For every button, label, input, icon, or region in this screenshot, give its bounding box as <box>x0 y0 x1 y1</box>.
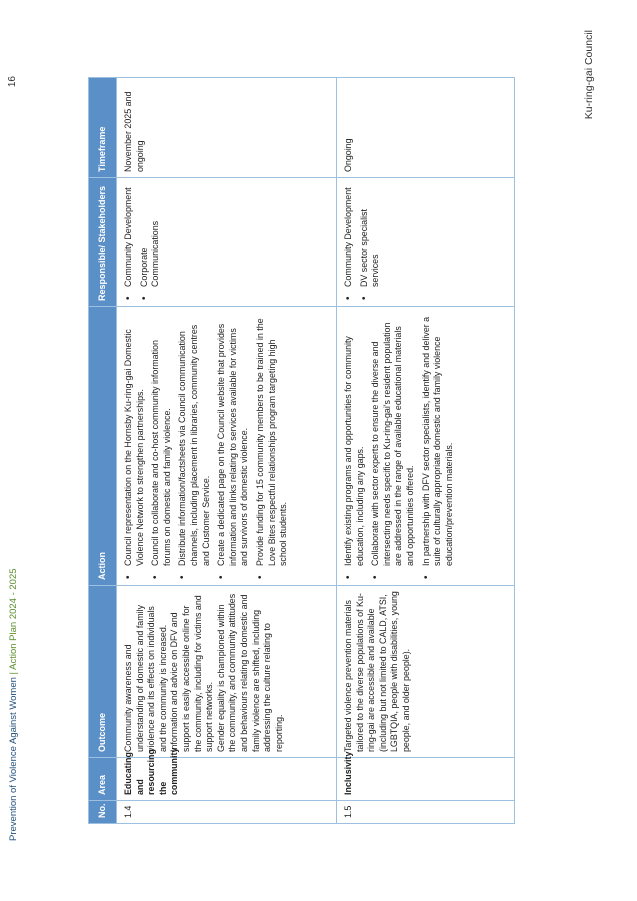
header-area: Area <box>88 757 117 801</box>
outcome-text: Targeted violence prevention materials t… <box>343 591 411 752</box>
action-item: In partnership with DFV sector specialis… <box>421 312 456 580</box>
row-area: Inclusivity <box>336 752 515 801</box>
action-plan-table: No. Area Outcome Action Responsible/ Sta… <box>88 77 515 824</box>
action-item: Council to collaborate and co-host commu… <box>150 312 173 580</box>
outcome-text: Information and advice on DFV and suppor… <box>169 595 215 752</box>
responsible-item: DV sector specialist services <box>359 183 382 301</box>
header-responsible: Responsible/ Stakeholders <box>88 177 117 307</box>
page-number: 16 <box>7 76 18 88</box>
outcome-text: Gender equality is championed within the… <box>215 593 284 752</box>
action-item: Provide funding for 15 community members… <box>255 312 290 580</box>
council-name: Ku-ring-gai Council <box>583 30 595 120</box>
row-actions: Identify existing programs and opportuni… <box>336 306 515 586</box>
header-action: Action <box>88 306 117 586</box>
row-outcome: Targeted violence prevention materials t… <box>336 585 515 758</box>
row-outcome: Community awareness and understanding of… <box>116 585 337 758</box>
header-timeframe: Timeframe <box>88 77 117 178</box>
row-number: 1.5 <box>336 800 515 824</box>
action-item: Identify existing programs and opportuni… <box>343 312 366 580</box>
footer-doc-title: Prevention of Violence Against Women <box>8 677 19 841</box>
action-item: Create a dedicated page on the Council w… <box>216 312 251 580</box>
row-actions: Council representation on the Hornsby Ku… <box>116 306 337 586</box>
row-number: 1.4 <box>116 800 337 824</box>
outcome-text: Community awareness and understanding of… <box>123 604 168 752</box>
row-responsible: Community Development DV sector speciali… <box>336 177 515 307</box>
row-responsible: Community Development Corporate Communic… <box>116 177 337 307</box>
table-row: 1.5 Inclusivity Targeted violence preven… <box>336 77 515 824</box>
row-timeframe: November 2025 and ongoing <box>116 77 337 178</box>
responsible-item: Corporate Communications <box>139 183 162 301</box>
document-footer: Prevention of Violence Against Women | A… <box>8 568 19 841</box>
header-no: No. <box>88 800 117 824</box>
row-area: Educating and resourcing the community <box>116 748 337 801</box>
row-timeframe: Ongoing <box>336 77 515 178</box>
footer-plan-title: Action Plan 2024 - 2025 <box>8 568 19 670</box>
responsible-item: Community Development <box>123 183 135 301</box>
action-item: Council representation on the Hornsby Ku… <box>123 312 146 580</box>
responsible-item: Community Development <box>343 183 355 301</box>
footer-separator: | <box>8 672 19 675</box>
action-item: Distribute information/factsheets via Co… <box>177 312 212 580</box>
table-row: 1.4 Educating and resourcing the communi… <box>116 77 337 824</box>
table-header-row: No. Area Outcome Action Responsible/ Sta… <box>88 77 117 824</box>
header-outcome: Outcome <box>88 585 117 758</box>
action-item: Collaborate with sector experts to ensur… <box>370 312 416 580</box>
